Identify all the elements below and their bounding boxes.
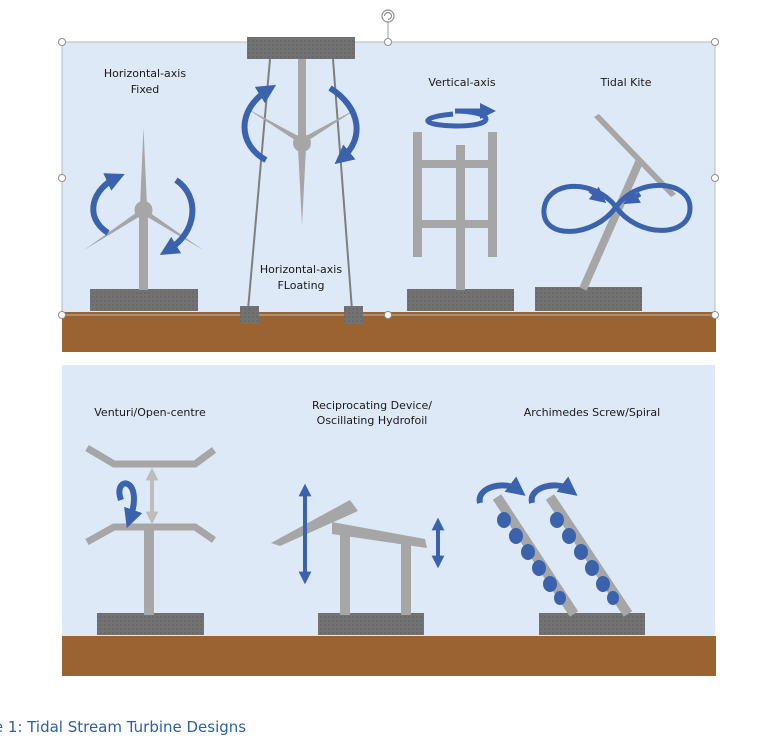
resize-handle-sw[interactable]: [58, 311, 66, 319]
label-horizontal-floating-line2: FLoating: [277, 279, 324, 292]
mooring-line: [332, 58, 353, 311]
bottom-seabed: [62, 636, 716, 676]
base-block: [407, 289, 514, 311]
rotation-arrow: [159, 177, 196, 255]
strut: [413, 220, 497, 228]
blade: [246, 108, 300, 142]
duct-lower: [85, 523, 216, 546]
base-block: [90, 289, 198, 311]
hub: [134, 201, 153, 219]
anchor-block: [240, 306, 259, 324]
turbine-archimedes-screw: Archimedes Screw/Spiral: [476, 406, 660, 635]
figure-eight-path: [541, 182, 693, 234]
panel-top: Horizontal-axis Fixed Horizontal-axis FL…: [58, 9, 719, 352]
resize-handle-n[interactable]: [384, 38, 392, 46]
turbine-tidal-kite: Tidal Kite: [535, 76, 693, 311]
rotation-arrow: [328, 85, 360, 165]
rotation-arrow: [476, 476, 526, 504]
hub: [293, 134, 311, 152]
blade: [144, 210, 203, 250]
blade: [140, 128, 147, 206]
label-horizontal-floating-line1: Horizontal-axis: [260, 263, 342, 276]
rotation-arrow: [528, 476, 578, 504]
blade: [413, 132, 422, 257]
turbine-reciprocating: Reciprocating Device/ Oscillating Hydrof…: [271, 399, 445, 635]
turbine-horizontal-floating: Horizontal-axis FLoating: [240, 37, 363, 324]
float-platform: [247, 37, 355, 59]
label-reciprocating-line2: Oscillating Hydrofoil: [317, 414, 428, 427]
figure-caption: re 1: Tidal Stream Turbine Designs: [0, 718, 247, 736]
blade: [304, 108, 358, 142]
turbine-venturi: Venturi/Open-centre: [85, 406, 217, 635]
resize-handle-s[interactable]: [384, 311, 392, 319]
bottom-water: [62, 365, 715, 637]
label-venturi: Venturi/Open-centre: [94, 406, 206, 419]
anchor-block: [344, 306, 363, 324]
tether: [579, 158, 644, 291]
blade: [488, 132, 497, 257]
support-post: [144, 530, 154, 615]
rotation-arrow: [241, 84, 277, 163]
direction-arrow: [623, 189, 642, 205]
resize-handle-se[interactable]: [711, 311, 719, 319]
blade: [84, 210, 142, 250]
label-archimedes-screw: Archimedes Screw/Spiral: [524, 406, 660, 419]
blade: [298, 148, 306, 225]
strut: [413, 160, 497, 168]
label-horizontal-fixed-line2: Fixed: [131, 83, 160, 96]
tower: [139, 208, 148, 290]
support-post: [340, 528, 350, 615]
top-water: [62, 42, 715, 314]
rotation-arrow: [116, 480, 143, 529]
resize-handle-e[interactable]: [711, 174, 719, 182]
turbine-vertical-axis: Vertical-axis: [407, 76, 514, 311]
base-block: [539, 613, 645, 635]
kite-wing: [594, 114, 676, 197]
direction-arrow: [588, 186, 607, 203]
selection-frame[interactable]: [58, 9, 719, 319]
rotation-arrow: [90, 173, 125, 236]
rotate-handle-icon[interactable]: [381, 9, 395, 23]
resize-handle-nw[interactable]: [58, 38, 66, 46]
duct-upper: [85, 444, 217, 468]
rotation-arrow: [425, 102, 497, 129]
base-block: [535, 287, 642, 311]
label-vertical-axis: Vertical-axis: [428, 76, 495, 89]
screw-flights: [497, 512, 619, 605]
label-reciprocating-line1: Reciprocating Device/: [312, 399, 432, 412]
support-post: [401, 541, 411, 615]
tower: [298, 59, 306, 139]
resize-handle-ne[interactable]: [711, 38, 719, 46]
panel-bottom: Venturi/Open-centre Reciprocating Device…: [62, 365, 716, 676]
shaft: [456, 145, 465, 290]
base-block: [318, 613, 424, 635]
hydrofoil: [271, 500, 358, 546]
base-block: [97, 613, 204, 635]
turbine-horizontal-fixed: Horizontal-axis Fixed: [84, 67, 203, 311]
resize-handle-w[interactable]: [58, 174, 66, 182]
label-tidal-kite: Tidal Kite: [599, 76, 651, 89]
label-horizontal-fixed-line1: Horizontal-axis: [104, 67, 186, 80]
